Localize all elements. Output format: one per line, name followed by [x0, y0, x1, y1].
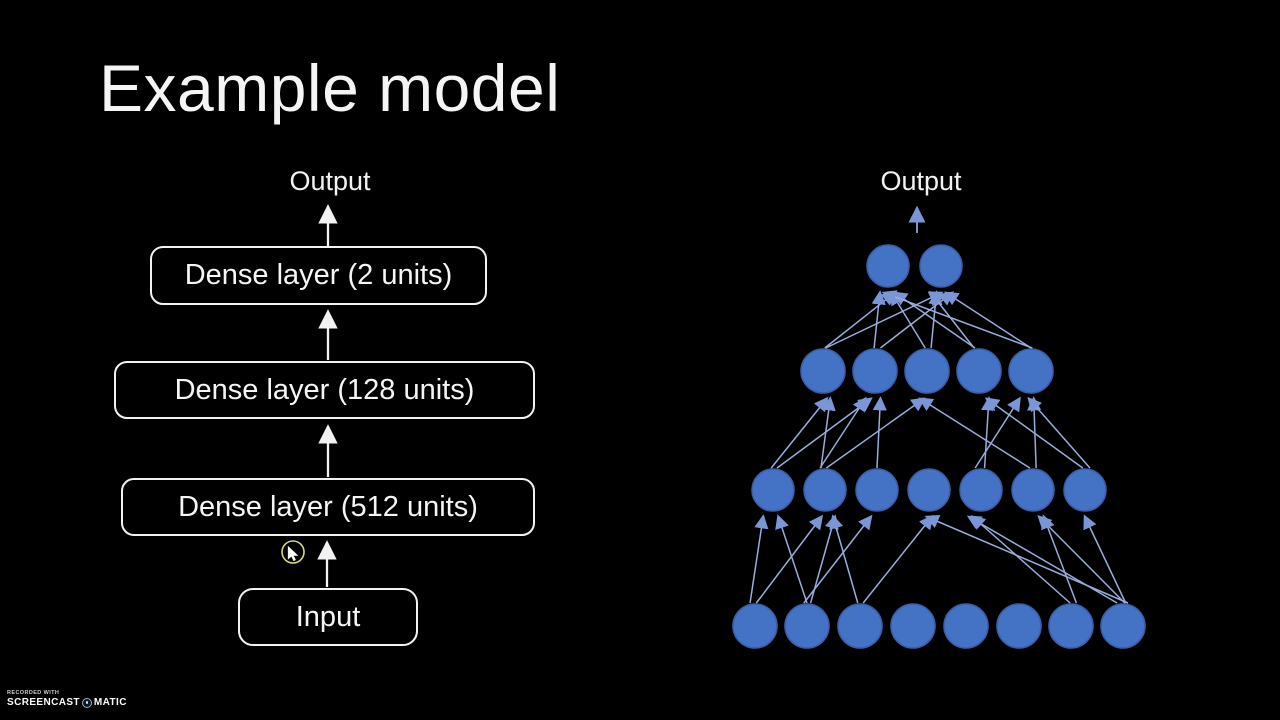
- network-connection-arrow: [755, 514, 824, 604]
- watermark: RECORDED WITH SCREENCAST MATIC: [7, 690, 127, 708]
- slide-title: Example model: [99, 51, 561, 125]
- network-node: [751, 468, 795, 512]
- network-connection-arrow: [924, 514, 1129, 604]
- network-node: [1011, 468, 1055, 512]
- network-connection-arrow: [1027, 396, 1091, 469]
- network-node: [943, 603, 989, 649]
- network-connection-arrow: [825, 397, 926, 469]
- network-node: [852, 348, 898, 394]
- cursor-halo: [281, 540, 305, 564]
- network-node: [732, 603, 778, 649]
- flow-box-label: Input: [295, 600, 361, 633]
- network-node: [1008, 348, 1054, 394]
- network-node: [904, 348, 950, 394]
- flow-box-dense-512-units: Dense layer (512 units): [121, 478, 535, 536]
- network-connection-arrow: [872, 396, 887, 469]
- flow-box-input: Input: [238, 588, 418, 646]
- network-connection-arrow: [970, 515, 1071, 604]
- network-connection-arrow: [775, 514, 808, 604]
- watermark-screencast: SCREENCAST: [7, 697, 80, 708]
- flow-box-label: Dense layer (128 units): [174, 373, 475, 406]
- flow-output-label: Output: [289, 166, 371, 196]
- network-node: [907, 468, 951, 512]
- network-node: [1063, 468, 1107, 512]
- network-connection-arrow: [871, 290, 886, 349]
- network-node: [1048, 603, 1094, 649]
- network-connection-arrow: [879, 291, 955, 349]
- network-connection-arrow: [1083, 514, 1127, 604]
- network-node: [956, 348, 1002, 394]
- network-graph: [732, 244, 1146, 649]
- network-connection-arrow: [1041, 514, 1078, 604]
- network-connection-arrow: [770, 396, 829, 469]
- watermark-icon-dot: [85, 701, 89, 704]
- network-connection-arrow: [749, 514, 769, 604]
- flow-box-label: Dense layer (2 units): [184, 259, 453, 291]
- network-connection-arrow: [929, 290, 975, 349]
- network-output-label: Output: [880, 166, 962, 196]
- network-connection-arrow: [820, 396, 836, 469]
- network-node: [800, 348, 846, 394]
- network-connection-arrow: [862, 514, 934, 604]
- network-connection-arrow: [974, 396, 1021, 469]
- network-connection-arrow: [966, 515, 1118, 604]
- watermark-brand: SCREENCAST MATIC: [7, 697, 127, 708]
- network-node: [784, 603, 830, 649]
- network-connection-arrow: [829, 514, 859, 604]
- flow-box-dense-2-units: Dense layer (2 units): [150, 246, 487, 305]
- network-connection-arrow: [918, 397, 1031, 469]
- network-connection-arrow: [981, 396, 996, 469]
- network-connection-arrow: [944, 291, 1032, 349]
- network-node: [1100, 603, 1146, 649]
- network-connection-arrow: [1037, 514, 1126, 604]
- mouse-cursor: [281, 540, 305, 564]
- cursor-pointer-icon: [287, 545, 299, 562]
- network-connection-arrow: [819, 396, 867, 469]
- flow-box-label: Dense layer (512 units): [178, 490, 478, 523]
- network-node: [959, 468, 1003, 512]
- network-connection-arrow: [776, 397, 873, 469]
- watermark-matic: MATIC: [93, 697, 127, 708]
- network-node: [866, 244, 910, 288]
- network-connection-arrow: [984, 397, 1084, 469]
- screencast-o-matic-icon: [81, 697, 92, 708]
- network-node: [837, 603, 883, 649]
- network-node: [803, 468, 847, 512]
- network-node: [919, 244, 963, 288]
- watermark-recorded-with: RECORDED WITH: [7, 690, 60, 696]
- network-connection-arrow: [803, 514, 873, 604]
- network-node: [996, 603, 1042, 649]
- network-node: [855, 468, 899, 512]
- network-node: [890, 603, 936, 649]
- flow-box-dense-128-units: Dense layer (128 units): [114, 361, 535, 419]
- network-connection-arrow: [825, 291, 944, 349]
- network-connection-arrow: [881, 290, 1033, 349]
